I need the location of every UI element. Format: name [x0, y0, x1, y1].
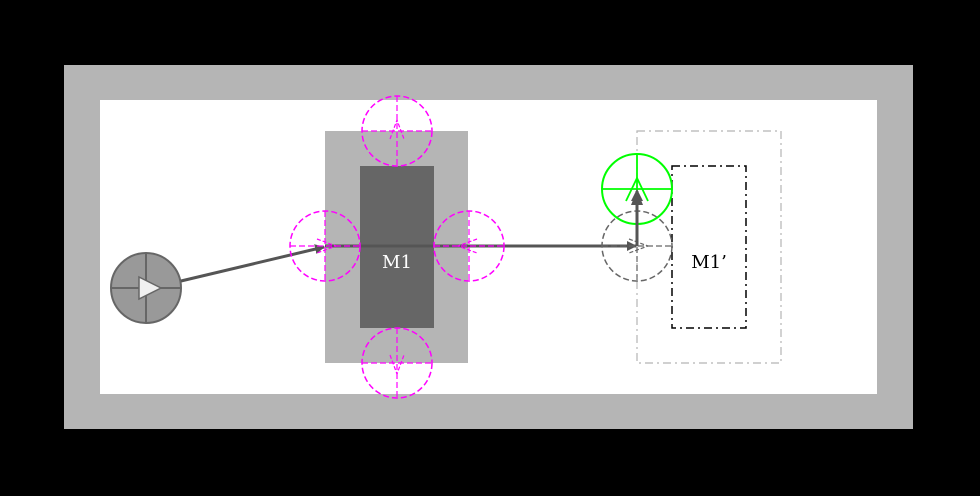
port-circle-top[interactable]	[361, 95, 433, 167]
ghost-machine-m1-prime-body[interactable]	[671, 165, 747, 329]
port-circle-right[interactable]	[433, 210, 505, 282]
machine-m1-label: M1	[382, 252, 412, 273]
start-node-icon[interactable]	[110, 252, 182, 324]
port-circle-bottom[interactable]	[361, 327, 433, 399]
arrow-start-to-left-port	[180, 244, 325, 283]
arrow-head-selected	[631, 190, 643, 205]
ghost-machine-m1-prime-label: M1’	[691, 252, 727, 273]
port-circle-left[interactable]	[289, 210, 361, 282]
